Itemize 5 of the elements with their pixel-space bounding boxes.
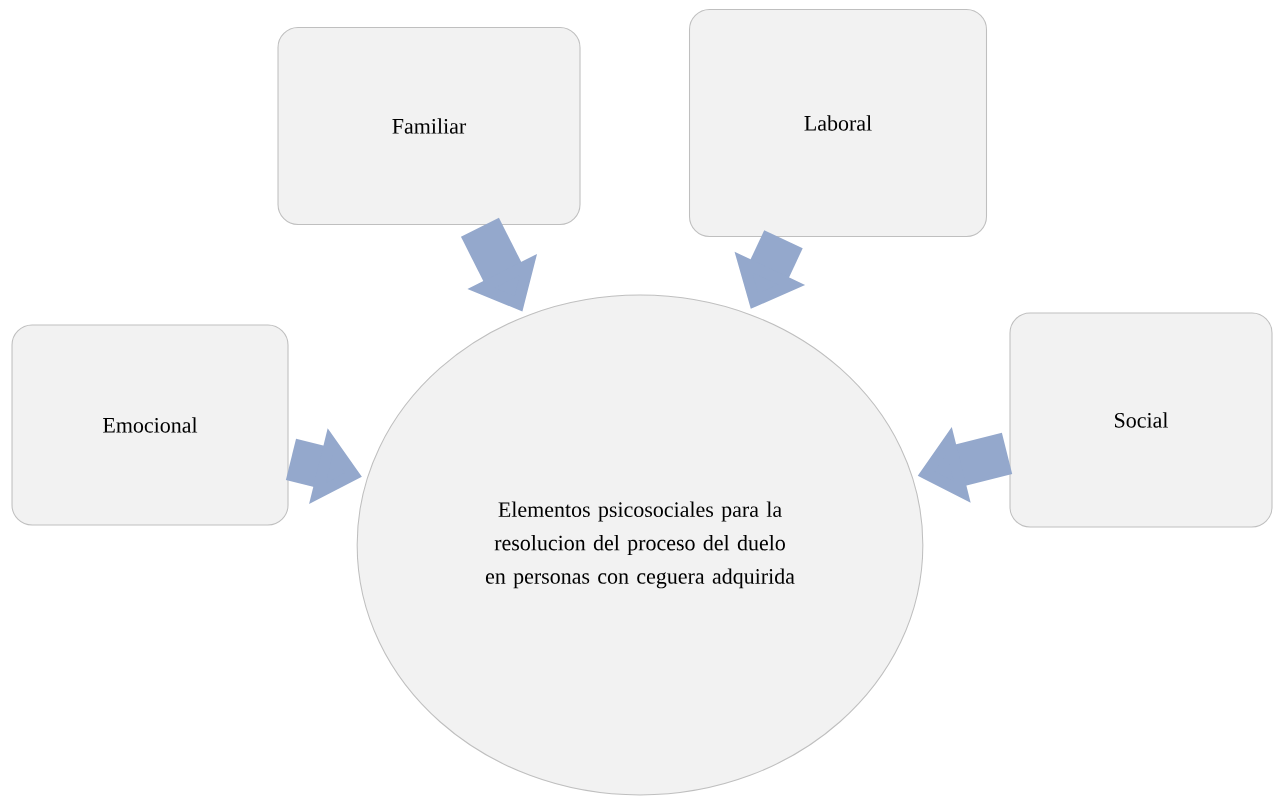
- category-box: Laboral: [689, 8, 988, 237]
- circle-node: Elementos psicosociales para la resolucion del proceso del duelo en personas con ceguera adquirida: [356, 294, 924, 796]
- category-box: Emocional: [11, 324, 289, 526]
- category-box: Familiar: [277, 26, 581, 225]
- category-box: Social: [1009, 312, 1273, 528]
